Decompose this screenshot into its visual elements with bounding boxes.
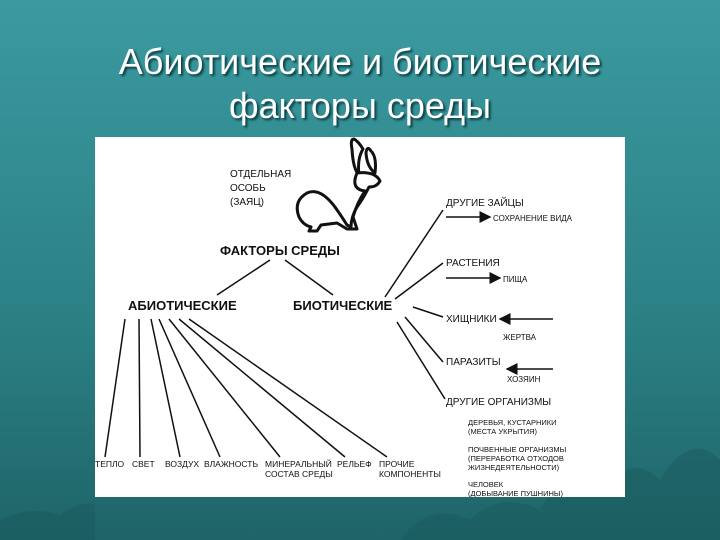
center-to-biotic-line xyxy=(284,259,334,296)
biotic-zaicy-sub: СОХРАНЕНИЕ ВИДА xyxy=(493,214,573,223)
other-organisms-2-line-3: ЖИЗНЕДЕЯТЕЛЬНОСТИ) xyxy=(468,463,560,472)
other-organisms-3-line-1: ЧЕЛОВЕК xyxy=(468,480,504,489)
other-organisms-1-line-2: (МЕСТА УКРЫТИЯ) xyxy=(468,427,537,436)
abiotic-prochie-line-2: КОМПОНЕНТЫ xyxy=(379,469,441,479)
other-organisms-3-line-2: (ДОБЫВАНИЕ ПУШНИНЫ) xyxy=(468,489,564,497)
abiotic-mineral-line-1: МИНЕРАЛЬНЫЙ xyxy=(265,458,332,469)
biotic-parazity: ПАРАЗИТЫ xyxy=(446,357,501,368)
other-organisms-2-line-2: (ПЕРЕРАБОТКА ОТХОДОВ xyxy=(468,454,564,463)
abiotic-relef: РЕЛЬЕФ xyxy=(337,459,372,469)
abiotic-svet: СВЕТ xyxy=(132,459,155,469)
abiotic-fan-lines xyxy=(104,318,388,458)
hare-icon xyxy=(295,137,382,233)
individual-label-line-2: ОСОБЬ xyxy=(230,183,266,194)
abiotic-vlazhnost: ВЛАЖНОСТЬ xyxy=(204,459,258,469)
biotic-rasteniya: РАСТЕНИЯ xyxy=(446,258,500,269)
abiotic-vozduh: ВОЗДУХ xyxy=(165,459,199,469)
biotic-parazity-sub: ХОЗЯИН xyxy=(507,375,541,384)
slide-title: Абиотические и биотические факторы среды xyxy=(0,40,720,128)
diagram-panel: ОТДЕЛЬНАЯ ОСОБЬ (ЗАЯЦ) ФАКТОРЫ СРЕДЫ АБИ… xyxy=(95,137,625,498)
individual-label-line-1: ОТДЕЛЬНАЯ xyxy=(230,169,291,180)
other-organisms-1-line-1: ДЕРЕВЬЯ, КУСТАРНИКИ xyxy=(468,418,557,427)
center-to-abiotic-line xyxy=(216,259,271,296)
diagram-svg: ОТДЕЛЬНАЯ ОСОБЬ (ЗАЯЦ) ФАКТОРЫ СРЕДЫ АБИ… xyxy=(95,137,573,498)
abiotic-prochie-line-1: ПРОЧИЕ xyxy=(379,459,415,469)
title-line-2: факторы среды xyxy=(229,85,491,126)
biotic-label: БИОТИЧЕСКИЕ xyxy=(293,298,393,313)
abiotic-label: АБИОТИЧЕСКИЕ xyxy=(128,298,237,313)
biotic-zaicy: ДРУГИЕ ЗАЙЦЫ xyxy=(446,196,524,209)
abiotic-teplo: ТЕПЛО xyxy=(95,459,125,469)
abiotic-mineral-line-2: СОСТАВ СРЕДЫ xyxy=(265,469,333,479)
center-label: ФАКТОРЫ СРЕДЫ xyxy=(220,243,340,258)
biotic-rasteniya-sub: ПИЩА xyxy=(503,275,528,284)
biotic-hishniki: ХИЩНИКИ xyxy=(446,314,497,325)
biotic-fan-lines xyxy=(384,209,446,400)
biotic-drugie: ДРУГИЕ ОРГАНИЗМЫ xyxy=(446,397,551,408)
biotic-hishniki-sub: ЖЕРТВА xyxy=(503,333,537,342)
title-line-1: Абиотические и биотические xyxy=(118,41,602,82)
individual-label-line-3: (ЗАЯЦ) xyxy=(230,197,264,208)
other-organisms-2-line-1: ПОЧВЕННЫЕ ОРГАНИЗМЫ xyxy=(468,445,567,454)
